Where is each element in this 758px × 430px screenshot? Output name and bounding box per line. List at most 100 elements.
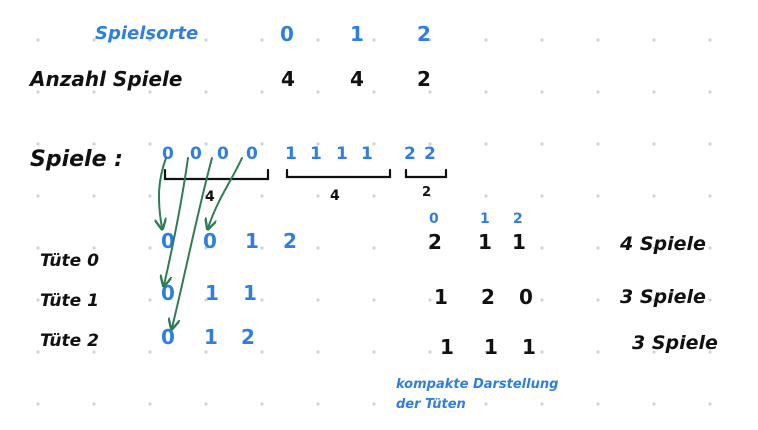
grid-dot <box>708 38 712 42</box>
grid-dot <box>596 402 600 406</box>
tuete-content: 1 <box>205 281 219 305</box>
grid-dot <box>36 38 40 42</box>
grid-dot <box>316 90 320 94</box>
sorte-header-value: 0 <box>280 22 294 46</box>
compact-count: 1 <box>484 335 498 359</box>
grid-dot <box>260 298 264 302</box>
grid-dot <box>92 350 96 354</box>
grid-dot <box>652 298 656 302</box>
grid-dot <box>260 38 264 42</box>
grid-dot <box>204 90 208 94</box>
grid-dot <box>148 298 152 302</box>
compact-header-value: 0 <box>429 211 439 227</box>
sorte-header-label: Spielsorte <box>95 23 198 44</box>
grid-dot <box>260 194 264 198</box>
grid-dot <box>540 350 544 354</box>
tuete-label: Tüte 0 <box>40 251 99 271</box>
grid-dot <box>540 194 544 198</box>
grid-dot <box>260 402 264 406</box>
grid-dot <box>708 194 712 198</box>
grid-dot <box>540 90 544 94</box>
grid-dot <box>708 90 712 94</box>
grid-dot <box>372 194 376 198</box>
grid-dot <box>708 298 712 302</box>
grid-dot <box>652 38 656 42</box>
grid-dot <box>428 194 432 198</box>
grid-dot <box>372 38 376 42</box>
grid-dot <box>36 298 40 302</box>
spiele-label: Spiele : <box>30 147 123 172</box>
compact-header-value: 2 <box>513 211 523 227</box>
grid-dot <box>148 194 152 198</box>
grid-dot <box>260 142 264 146</box>
spiele-digit: 2 <box>404 144 416 164</box>
group-braces <box>163 168 448 181</box>
count-row-value: 4 <box>281 67 295 91</box>
tuete-label: Tüte 1 <box>40 291 99 311</box>
tuete-content: 1 <box>245 229 259 253</box>
grid-dot <box>540 38 544 42</box>
grid-dot <box>316 38 320 42</box>
grid-dot <box>708 350 712 354</box>
grid-dot <box>428 298 432 302</box>
grid-dot <box>36 90 40 94</box>
sorte-header-value: 2 <box>417 22 431 46</box>
grid-dot <box>204 142 208 146</box>
brace <box>404 168 448 179</box>
grid-dot <box>428 38 432 42</box>
tuete-content: 0 <box>203 229 217 253</box>
grid-dot <box>596 246 600 250</box>
grid-dot <box>92 402 96 406</box>
grid-dot <box>596 194 600 198</box>
compact-header-value: 1 <box>480 211 490 227</box>
tuete-content: 0 <box>161 325 175 349</box>
spiele-digit: 0 <box>217 144 229 164</box>
green-arrow <box>159 157 166 228</box>
grid-dot <box>652 194 656 198</box>
grid-dot <box>708 142 712 146</box>
grid-dot <box>484 350 488 354</box>
brace-label: 2 <box>422 185 431 200</box>
grid-dot <box>92 246 96 250</box>
grid-dot <box>652 90 656 94</box>
tuete-total: 3 Spiele <box>620 286 706 308</box>
grid-dot <box>540 402 544 406</box>
grid-dot <box>204 402 208 406</box>
grid-dot <box>484 246 488 250</box>
compact-count: 1 <box>522 335 536 359</box>
grid-dot <box>204 194 208 198</box>
caption-line: der Tüten <box>396 397 466 412</box>
grid-dot <box>484 38 488 42</box>
grid-dot <box>652 246 656 250</box>
brace-label: 4 <box>330 188 340 204</box>
grid-dot <box>484 90 488 94</box>
brace-label: 4 <box>205 189 215 205</box>
grid-dot <box>596 90 600 94</box>
grid-dot <box>484 402 488 406</box>
grid-dot <box>36 142 40 146</box>
grid-dot <box>428 246 432 250</box>
grid-dot <box>36 402 40 406</box>
spiele-digit: 0 <box>190 144 202 164</box>
grid-dot <box>428 142 432 146</box>
grid-dot <box>652 142 656 146</box>
spiele-digit: 1 <box>361 144 373 164</box>
compact-count: 1 <box>478 230 492 254</box>
grid-dot <box>316 298 320 302</box>
grid-dot <box>484 194 488 198</box>
spiele-digit: 1 <box>285 144 297 164</box>
grid-dot <box>540 298 544 302</box>
count-row-value: 4 <box>350 67 364 91</box>
grid-dot <box>540 246 544 250</box>
grid-dot <box>260 350 264 354</box>
compact-count: 1 <box>434 285 448 309</box>
grid-dot <box>92 194 96 198</box>
count-row-value: 2 <box>417 67 431 91</box>
brace <box>163 168 270 181</box>
spiele-digit: 1 <box>336 144 348 164</box>
grid-dot <box>596 350 600 354</box>
grid-dot <box>92 142 96 146</box>
spiele-digit: 1 <box>310 144 322 164</box>
